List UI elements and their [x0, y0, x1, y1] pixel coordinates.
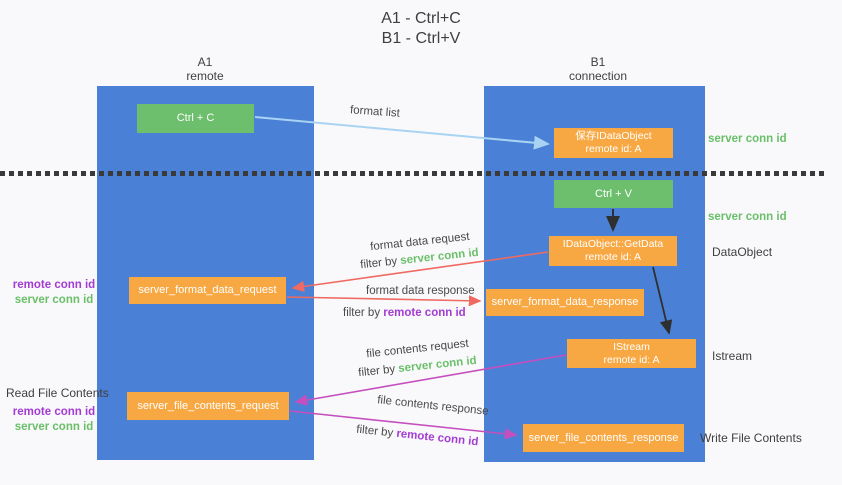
lane-a1-subtitle: remote	[186, 69, 224, 83]
filter-by-prefix: filter by	[355, 423, 398, 440]
ctrl-v-box: Ctrl + V	[554, 180, 673, 208]
server-format-data-request-box: server_format_data_request	[129, 277, 286, 304]
filter-by-prefix: filter by	[357, 363, 399, 380]
write-file-contents-label: Write File Contents	[700, 431, 802, 445]
lane-b1-name: B1	[590, 55, 606, 69]
server-conn-id-label-top: server conn id	[708, 133, 787, 145]
server-file-contents-response-box: server_file_contents_response	[523, 424, 684, 452]
filter-server-conn-id: server conn id	[399, 246, 480, 267]
format-response-filter-label: filter by remote conn id	[343, 307, 466, 319]
ctrl-c-label: Ctrl + C	[176, 112, 215, 124]
filter-by-prefix: filter by	[359, 255, 401, 272]
dataobject-label: DataObject	[712, 245, 773, 259]
file-response-filter-label: filter by remote conn id	[356, 424, 479, 449]
idataobject-getdata-line1: IDataObject::GetData	[562, 238, 664, 250]
ctrl-v-label: Ctrl + V	[595, 187, 632, 200]
ctrl-c-box: Ctrl + C	[137, 104, 254, 133]
server-format-data-request-label: server_format_data_request	[138, 284, 277, 296]
server-format-data-response-label: server_format_data_response	[491, 296, 639, 308]
filter-remote-conn-id: remote conn id	[383, 307, 466, 319]
save-idataobject-line2: remote id: A	[585, 143, 642, 155]
save-idataobject-line1: 保存IDataObject	[575, 130, 652, 142]
filter-by-prefix: filter by	[343, 307, 384, 319]
title-line-2: B1 - Ctrl+V	[381, 30, 461, 47]
diagram-title: A1 - Ctrl+C B1 - Ctrl+V	[0, 9, 842, 49]
istream-side-label: Istream	[712, 349, 753, 363]
file-remote-conn-id-label: remote conn id	[12, 406, 96, 418]
format-data-response-label: format data response	[366, 285, 475, 297]
title-line-1: A1 - Ctrl+C	[381, 10, 461, 27]
format-list-label: format list	[349, 104, 401, 120]
istream-line1: IStream	[613, 340, 650, 353]
server-file-contents-response-label: server_file_contents_response	[528, 431, 679, 444]
arrow-format-data-response	[286, 295, 482, 307]
file-contents-response-label: file contents response	[376, 394, 490, 418]
filter-remote-conn-id: remote conn id	[395, 427, 479, 449]
lane-header-a1: A1 remote	[145, 55, 265, 83]
format-conn-id-pair: remote conn id server conn id	[10, 278, 98, 308]
idataobject-getdata-line2: remote id: A	[584, 251, 642, 263]
format-server-conn-id-label: server conn id	[14, 294, 94, 306]
save-idataobject-box: 保存IDataObject remote id: A	[554, 128, 673, 158]
server-conn-id-label-mid: server conn id	[708, 211, 787, 223]
read-file-contents-label: Read File Contents	[6, 386, 109, 400]
filter-server-conn-id: server conn id	[397, 354, 478, 375]
lane-a1-name: A1	[197, 55, 213, 69]
istream-box: IStream remote id: A	[567, 339, 696, 368]
file-conn-id-pair: remote conn id server conn id	[10, 405, 98, 435]
idataobject-getdata-box: IDataObject::GetData remote id: A	[549, 236, 677, 266]
format-remote-conn-id-label: remote conn id	[12, 279, 96, 291]
server-format-data-response-box: server_format_data_response	[486, 289, 644, 316]
lane-b1-subtitle: connection	[568, 69, 628, 83]
session-divider-dotted-line	[0, 171, 828, 176]
server-file-contents-request-label: server_file_contents_request	[137, 399, 279, 412]
istream-line2: remote id: A	[603, 353, 660, 366]
lane-header-b1: B1 connection	[538, 55, 658, 83]
server-file-contents-request-box: server_file_contents_request	[127, 392, 289, 420]
file-server-conn-id-label: server conn id	[14, 421, 94, 433]
